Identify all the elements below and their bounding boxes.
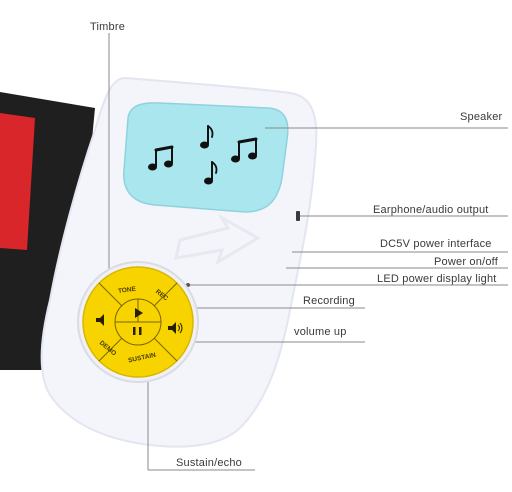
label-dc5v-interface: DC5V power interface (380, 238, 492, 250)
speaker-panel (123, 102, 289, 213)
label-power-onoff: Power on/off (434, 256, 498, 268)
label-recording: Recording (303, 295, 355, 307)
volume-up-icon (168, 322, 183, 334)
label-timbre: Timbre (90, 21, 126, 33)
volume-down-icon (96, 314, 104, 326)
keyboard-red-panel (0, 113, 35, 250)
earphone-port (296, 211, 300, 221)
label-earphone-output: Earphone/audio output (373, 204, 489, 216)
label-speaker: Speaker (460, 111, 503, 123)
music-notes-icon (148, 125, 258, 185)
pause-icon (133, 327, 142, 335)
label-sustain-echo: Sustain/echo (176, 457, 242, 469)
leader-lines (108, 33, 508, 471)
embossed-arrow (174, 213, 261, 266)
label-led-light: LED power display light (377, 273, 497, 285)
control-dial: TONE REC DEMO SUSTAIN (77, 261, 199, 383)
tone-button-label: TONE (118, 286, 137, 296)
play-icon (135, 308, 143, 318)
label-volume-up: volume up (294, 326, 347, 338)
